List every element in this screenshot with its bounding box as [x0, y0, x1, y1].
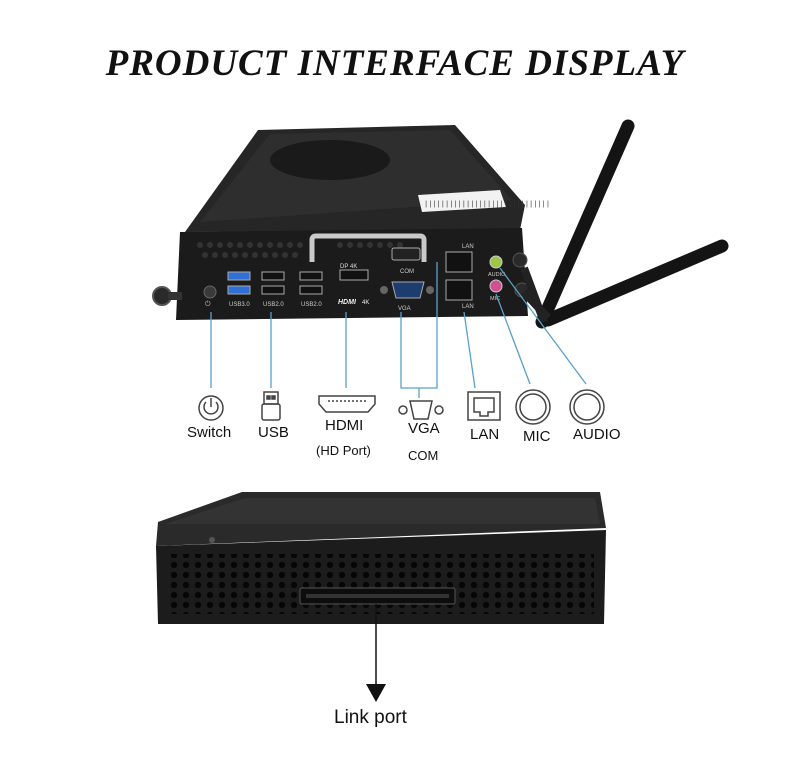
dp-label: DP: [340, 264, 348, 270]
side-vent: [166, 554, 594, 614]
com-label: COM: [400, 269, 414, 275]
hdmi-icon: [318, 395, 376, 413]
label-switch: Switch: [187, 424, 232, 441]
audio-jack: [489, 255, 503, 269]
lan1-label: LAN: [462, 244, 474, 250]
lan-icon: [467, 391, 501, 421]
mic-jack: [489, 279, 503, 293]
usb20-label-a: USB2.0: [263, 302, 284, 308]
page-title: PRODUCT INTERFACE DISPLAY: [105, 43, 685, 84]
usb30-label: USB3.0: [229, 302, 250, 308]
label-hdmi: HDMI: [325, 417, 364, 434]
usb20-label-b: USB2.0: [301, 302, 322, 308]
dp-port: [339, 269, 369, 281]
lan2-label: LAN: [462, 304, 474, 310]
power-button: [203, 285, 217, 299]
audio-jack-icon: [569, 389, 605, 425]
label-usb: USB: [258, 424, 289, 441]
carry-handle: [309, 233, 427, 262]
label-mic: MIC: [523, 428, 551, 445]
hdmi-logo-label: HDMI: [338, 299, 357, 306]
dp-4k-label: 4K: [350, 264, 357, 270]
hdmi-4k-label: 4K: [362, 300, 369, 306]
label-audio: AUDIO: [573, 426, 621, 443]
audio-panel-label: AUDIO: [488, 272, 506, 278]
vga-label: VGA: [398, 306, 411, 312]
leader-lines: [210, 262, 587, 398]
top-vent: [270, 140, 390, 180]
lan-port-1: [445, 251, 473, 273]
usb-icon: [261, 391, 281, 421]
mic-panel-label: MIC: [490, 296, 500, 302]
label-com: COM: [408, 448, 439, 463]
sticker-barcode: ||||||||||||||||||||||||||||||: [424, 201, 550, 209]
vga-port: [391, 281, 425, 299]
link-port-arrow: [366, 604, 386, 702]
power-icon: [198, 395, 224, 421]
vga-icon: [398, 400, 444, 420]
label-link-port: Link port: [334, 707, 407, 728]
com-port: [391, 247, 421, 261]
label-hdmi-sub: (HD Port): [316, 443, 371, 458]
usb-ports: [227, 271, 323, 295]
lan-port-2: [445, 279, 473, 301]
mic-jack-icon: [515, 389, 551, 425]
label-vga: VGA: [408, 420, 440, 437]
label-lan: LAN: [470, 426, 500, 443]
serial-sticker: [418, 190, 506, 212]
svg-text:⏻: ⏻: [205, 300, 211, 308]
mini-pc-side: [156, 492, 606, 624]
wifi-antennas: [520, 119, 729, 329]
mini-pc-front: |||||||||||||||||||||||||||||| ⏻ USB3.0 …: [152, 125, 550, 320]
